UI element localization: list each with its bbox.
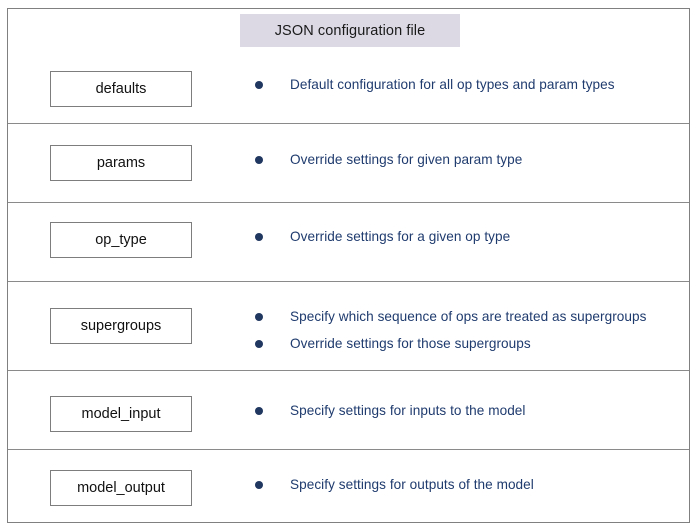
- key-box-label: op_type: [95, 232, 147, 248]
- list-item-text: Specify settings for outputs of the mode…: [290, 477, 534, 492]
- key-box-label: model_input: [81, 406, 161, 422]
- table-row: model_output Specify settings for output…: [8, 450, 689, 522]
- bullet-point-icon: [255, 80, 263, 89]
- list-item-text: Override settings for a given op type: [290, 229, 511, 244]
- key-box-supergroups[interactable]: supergroups: [50, 308, 192, 344]
- key-box-params[interactable]: params: [50, 145, 192, 181]
- bullet-list: Specify which sequence of ops are treate…: [251, 303, 685, 357]
- bullet-point-icon: [255, 155, 263, 164]
- key-box-defaults[interactable]: defaults: [50, 71, 192, 107]
- table-row: supergroups Specify which sequence of op…: [8, 282, 689, 371]
- bullet-point-icon: [255, 480, 263, 489]
- bullet-point-icon: [255, 406, 263, 415]
- list-item-text: Default configuration for all op types a…: [290, 77, 615, 92]
- table-row: op_type Override settings for a given op…: [8, 203, 689, 282]
- table-row: model_input Specify settings for inputs …: [8, 371, 689, 450]
- table-row: defaults Default configuration for all o…: [8, 47, 689, 124]
- list-item: Specify settings for outputs of the mode…: [251, 471, 685, 498]
- list-item: Specify settings for inputs to the model: [251, 397, 685, 424]
- list-item-text: Override settings for those supergroups: [290, 336, 531, 351]
- bullet-list: Specify settings for inputs to the model: [251, 397, 685, 424]
- bullet-point-icon: [255, 312, 263, 321]
- table-row: params Override settings for given param…: [8, 124, 689, 203]
- list-item-text: Specify which sequence of ops are treate…: [290, 309, 647, 324]
- list-item: Override settings for given param type: [251, 146, 685, 173]
- list-item: Default configuration for all op types a…: [251, 71, 685, 98]
- list-item: Specify which sequence of ops are treate…: [251, 303, 685, 330]
- key-box-op-type[interactable]: op_type: [50, 222, 192, 258]
- bullet-list: Default configuration for all op types a…: [251, 71, 685, 98]
- bullet-point-icon: [255, 339, 263, 348]
- key-box-model-output[interactable]: model_output: [50, 470, 192, 506]
- diagram-title-banner: JSON configuration file: [240, 14, 460, 47]
- bullet-list: Specify settings for outputs of the mode…: [251, 471, 685, 498]
- key-box-model-input[interactable]: model_input: [50, 396, 192, 432]
- list-item: Override settings for those supergroups: [251, 330, 685, 357]
- diagram-title-text: JSON configuration file: [274, 22, 426, 39]
- key-box-label: params: [96, 155, 146, 171]
- bullet-list: Override settings for a given op type: [251, 223, 685, 250]
- bullet-list: Override settings for given param type: [251, 146, 685, 173]
- list-item-text: Specify settings for inputs to the model: [290, 403, 526, 418]
- bullet-point-icon: [255, 232, 263, 241]
- key-box-label: supergroups: [80, 318, 162, 334]
- list-item-text: Override settings for given param type: [290, 152, 523, 167]
- list-item: Override settings for a given op type: [251, 223, 685, 250]
- key-box-label: defaults: [95, 81, 147, 97]
- key-box-label: model_output: [77, 480, 165, 496]
